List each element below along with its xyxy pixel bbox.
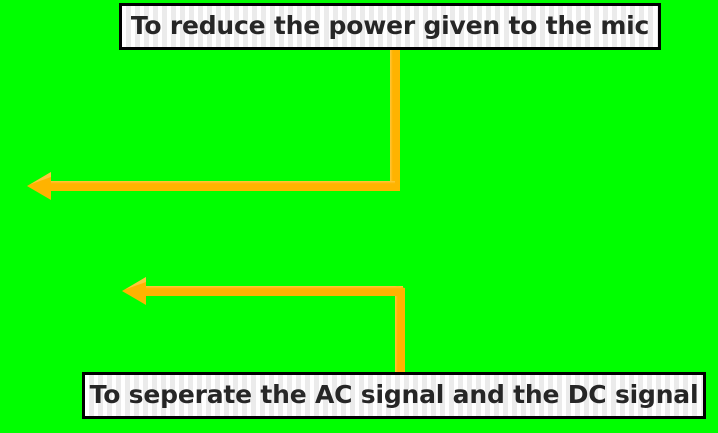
connector-bottom-arrowhead-highlight [125, 277, 146, 290]
connector-top-horizontal-segment [50, 181, 395, 191]
callout-bottom-label: To seperate the AC signal and the DC sig… [89, 380, 699, 410]
connector-bottom [122, 277, 405, 374]
connector-bottom-arrowhead-icon [122, 277, 146, 305]
callout-box-bottom[interactable]: To seperate the AC signal and the DC sig… [82, 372, 706, 419]
connector-bottom-vertical-segment [395, 288, 405, 374]
connector-top-arrowhead-highlight [30, 172, 51, 185]
callout-box-top[interactable]: To reduce the power given to the mic [119, 3, 661, 50]
connector-top-arrowhead-icon [27, 172, 51, 200]
callout-top-label: To reduce the power given to the mic [130, 11, 650, 41]
connector-bottom-horizontal-segment [145, 286, 403, 296]
connector-top-vertical-segment [390, 48, 400, 191]
connector-top [27, 48, 400, 200]
connector-bottom-elbow [395, 286, 405, 296]
